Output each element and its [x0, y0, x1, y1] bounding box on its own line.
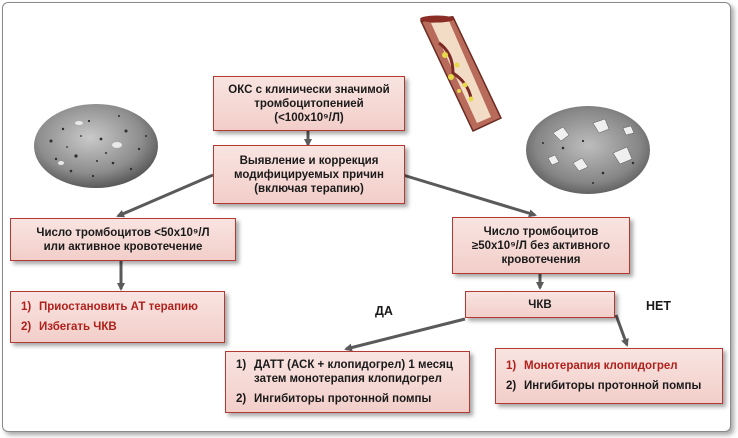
- item-number: 1): [21, 301, 32, 313]
- box-line: (включая терапию): [254, 182, 364, 195]
- item-number: 2): [236, 393, 247, 405]
- item-text: Ингибиторы протонной помпы: [254, 393, 432, 405]
- arrow-pci-to-dapt: [344, 317, 466, 352]
- item-text: затем монотерапия клопидогрел: [254, 373, 442, 385]
- dapt-list: 1) ДАТТ (АСК + клопидогрел) 1 месяц зате…: [236, 358, 453, 406]
- arrow-identify-to-low: [116, 173, 214, 218]
- list-item: 1) Приостановить АТ терапию: [21, 300, 198, 314]
- box-line: или активное кровотечение: [43, 240, 203, 253]
- list-item: 1) Монотерапия клопидогрел: [506, 359, 701, 373]
- box-line: кровотечения: [501, 253, 581, 266]
- item-text: Монотерапия клопидогрел: [524, 360, 678, 372]
- box-line: ОКС с клинически значимой: [228, 83, 390, 96]
- blood-vessel-thrombus: [419, 15, 503, 132]
- identify-correct-causes-box: Выявление и коррекция модифицируемых при…: [213, 145, 405, 204]
- box-line: (<100x10⁹/Л): [274, 111, 344, 124]
- platelet-micrograph-right: [526, 106, 650, 194]
- box-line: ≥50x10⁹/Л без активного: [471, 239, 611, 252]
- yes-label: ДА: [375, 304, 393, 318]
- platelets-low-box: Число тромбоцитов <50x10⁹/Л или активное…: [10, 218, 236, 261]
- list-item: 2) Избегать ЧКВ: [21, 320, 198, 334]
- item-text: Ингибиторы протонной помпы: [524, 380, 702, 392]
- platelets-high-box: Число тромбоцитов ≥50x10⁹/Л без активног…: [452, 217, 630, 274]
- item-text: Приостановить АТ терапию: [39, 301, 198, 313]
- stop-therapy-box: 1) Приостановить АТ терапию 2) Избегать …: [10, 291, 225, 343]
- box-line: ЧКВ: [528, 298, 552, 311]
- item-number: 1): [236, 359, 247, 371]
- flow-arrows: [116, 131, 629, 352]
- item-number: 2): [21, 321, 32, 333]
- diagram-frame: ОКС с клинически значимой тромбоцитопени…: [2, 2, 731, 432]
- list-item: 1) ДАТТ (АСК + клопидогрел) 1 месяц зате…: [236, 358, 453, 386]
- box-line: Число тромбоцитов <50x10⁹/Л: [36, 226, 210, 239]
- arrow-identify-to-high: [402, 173, 537, 218]
- acs-thrombocytopenia-box: ОКС с клинически значимой тромбоцитопени…: [213, 76, 405, 131]
- mono-list: 1) Монотерапия клопидогрел 2) Ингибиторы…: [506, 359, 701, 393]
- item-text: Избегать ЧКВ: [39, 321, 117, 333]
- pci-box: ЧКВ: [465, 291, 615, 318]
- box-line: Число тромбоцитов: [483, 225, 599, 238]
- platelet-micrograph-left: [34, 104, 158, 188]
- box-line: Выявление и коррекция: [239, 154, 379, 167]
- list-item: 2) Ингибиторы протонной помпы: [236, 392, 453, 406]
- item-number: 2): [506, 380, 517, 392]
- dapt-box: 1) ДАТТ (АСК + клопидогрел) 1 месяц зате…: [225, 351, 470, 413]
- item-text: ДАТТ (АСК + клопидогрел) 1 месяц: [254, 359, 453, 371]
- arrow-pci-to-mono: [614, 314, 629, 347]
- clopidogrel-mono-box: 1) Монотерапия клопидогрел 2) Ингибиторы…: [495, 348, 723, 404]
- no-label: НЕТ: [646, 299, 671, 313]
- box-line: тромбоцитопенией: [254, 97, 364, 110]
- item-number: 1): [506, 360, 517, 372]
- box-line: модифицируемых причин: [234, 168, 384, 181]
- stop-therapy-list: 1) Приостановить АТ терапию 2) Избегать …: [21, 300, 198, 334]
- list-item: 2) Ингибиторы протонной помпы: [506, 379, 701, 393]
